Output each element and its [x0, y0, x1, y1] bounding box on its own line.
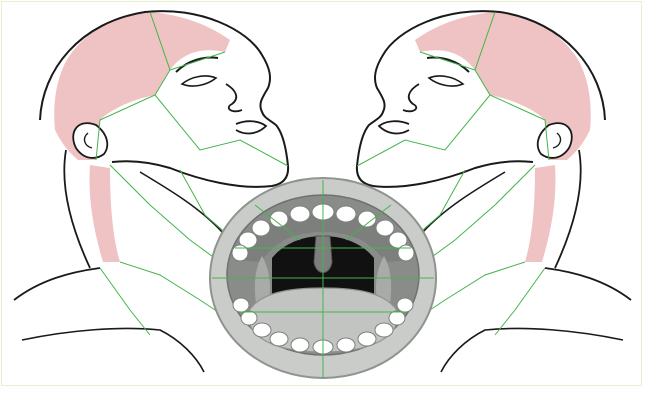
left-scalp-shaded-region — [54, 12, 170, 160]
right-clavicle — [441, 328, 623, 372]
left-mouth — [236, 121, 266, 133]
left-neck-shaded-region — [90, 165, 120, 262]
left-nose — [226, 84, 242, 111]
left-shoulder — [14, 268, 100, 300]
right-scalp-shaded-region — [475, 12, 591, 160]
right-eye — [429, 76, 463, 86]
right-mouth — [379, 121, 409, 133]
right-nose — [403, 84, 419, 111]
right-neck-back — [555, 150, 581, 268]
left-eyebrow — [176, 58, 218, 72]
left-clavicle — [22, 328, 204, 372]
right-eyebrow — [427, 58, 469, 72]
left-eye — [182, 76, 216, 86]
right-shoulder — [545, 268, 631, 300]
open-mouth-icon — [210, 178, 436, 378]
left-neck-back — [64, 150, 90, 268]
right-neck-shaded-region — [525, 165, 555, 262]
